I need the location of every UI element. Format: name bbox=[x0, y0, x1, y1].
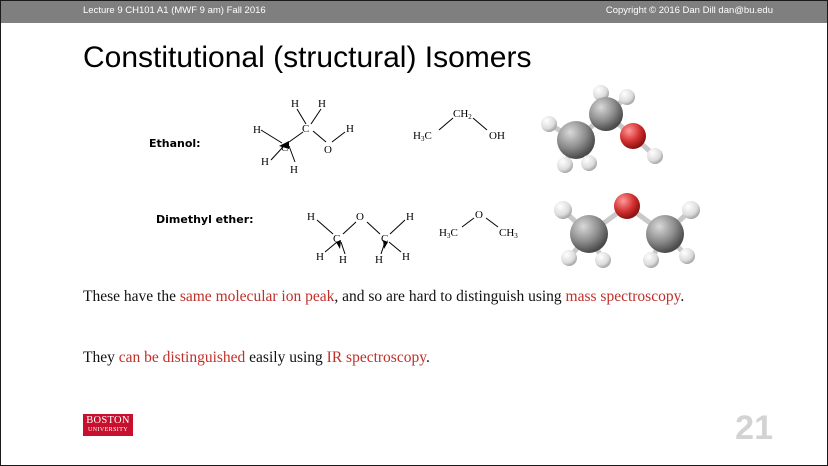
text-run: They bbox=[83, 349, 119, 366]
svg-text:H: H bbox=[402, 251, 410, 263]
slide-title: Constitutional (structural) Isomers bbox=[83, 41, 532, 74]
svg-text:H: H bbox=[307, 211, 315, 223]
svg-text:H: H bbox=[339, 254, 347, 264]
highlight-can-be-distinguished: can be distinguished bbox=[118, 349, 246, 366]
text-run: easily using bbox=[245, 349, 327, 366]
svg-text:H3C: H3C bbox=[439, 227, 458, 240]
svg-text:C: C bbox=[333, 233, 340, 245]
page-number: 21 bbox=[735, 409, 773, 447]
boston-university-logo: BOSTON UNIVERSITY bbox=[83, 414, 133, 436]
header-bar: Lecture 9 CH101 A1 (MWF 9 am) Fall 2016 … bbox=[1, 1, 827, 23]
svg-text:C: C bbox=[281, 142, 288, 154]
ethanol-condensed-formula: H3C CH2 OH bbox=[409, 101, 515, 151]
highlight-ir-spectroscopy: IR spectroscopy bbox=[326, 349, 426, 366]
text-run: These have the bbox=[83, 288, 180, 305]
svg-text:H: H bbox=[316, 251, 324, 263]
dimethyl-ether-ball-and-stick-model bbox=[547, 184, 707, 270]
svg-text:H: H bbox=[290, 164, 298, 176]
dimethyl-ether-structural-formula: H C O C H H H H H bbox=[303, 204, 421, 266]
svg-text:CH2: CH2 bbox=[453, 108, 472, 121]
logo-line-2: UNIVERSITY bbox=[88, 427, 128, 433]
dimethyl-ether-condensed-formula: H3C O CH3 bbox=[433, 206, 529, 244]
logo-line-1: BOSTON bbox=[86, 415, 130, 426]
lecture-info: Lecture 9 CH101 A1 (MWF 9 am) Fall 2016 bbox=[83, 5, 266, 16]
ir-spec-paragraph: They can be distinguished easily using I… bbox=[83, 346, 783, 369]
svg-text:H: H bbox=[291, 98, 299, 110]
copyright-notice: Copyright © 2016 Dan Dill dan@bu.edu bbox=[605, 5, 773, 16]
ethanol-structural-formula: H H H C C O H H H bbox=[243, 94, 367, 176]
svg-text:H: H bbox=[406, 211, 414, 223]
svg-text:O: O bbox=[324, 144, 332, 156]
dimethyl-ether-label: Dimethyl ether: bbox=[156, 213, 254, 226]
ethanol-ball-and-stick-model bbox=[533, 83, 671, 175]
svg-text:O: O bbox=[356, 211, 364, 223]
svg-text:H3C: H3C bbox=[413, 130, 432, 143]
text-run: . bbox=[680, 288, 685, 305]
text-run: . bbox=[425, 349, 430, 366]
highlight-same-molecular-ion-peak: same molecular ion peak bbox=[179, 288, 335, 305]
highlight-mass-spectroscopy: mass spectroscopy bbox=[565, 288, 681, 305]
svg-text:H: H bbox=[375, 254, 383, 264]
mass-spec-paragraph: These have the same molecular ion peak, … bbox=[83, 285, 783, 308]
svg-text:H: H bbox=[261, 156, 269, 168]
svg-text:C: C bbox=[381, 233, 388, 245]
svg-text:H: H bbox=[253, 124, 261, 136]
ethanol-label: Ethanol: bbox=[149, 137, 201, 150]
svg-text:H: H bbox=[346, 123, 354, 135]
text-run: , and so are hard to distinguish using bbox=[334, 288, 566, 305]
svg-text:O: O bbox=[475, 209, 483, 221]
svg-text:H: H bbox=[318, 98, 326, 110]
svg-text:OH: OH bbox=[489, 130, 505, 142]
svg-text:C: C bbox=[302, 123, 309, 135]
svg-text:CH3: CH3 bbox=[499, 227, 518, 240]
